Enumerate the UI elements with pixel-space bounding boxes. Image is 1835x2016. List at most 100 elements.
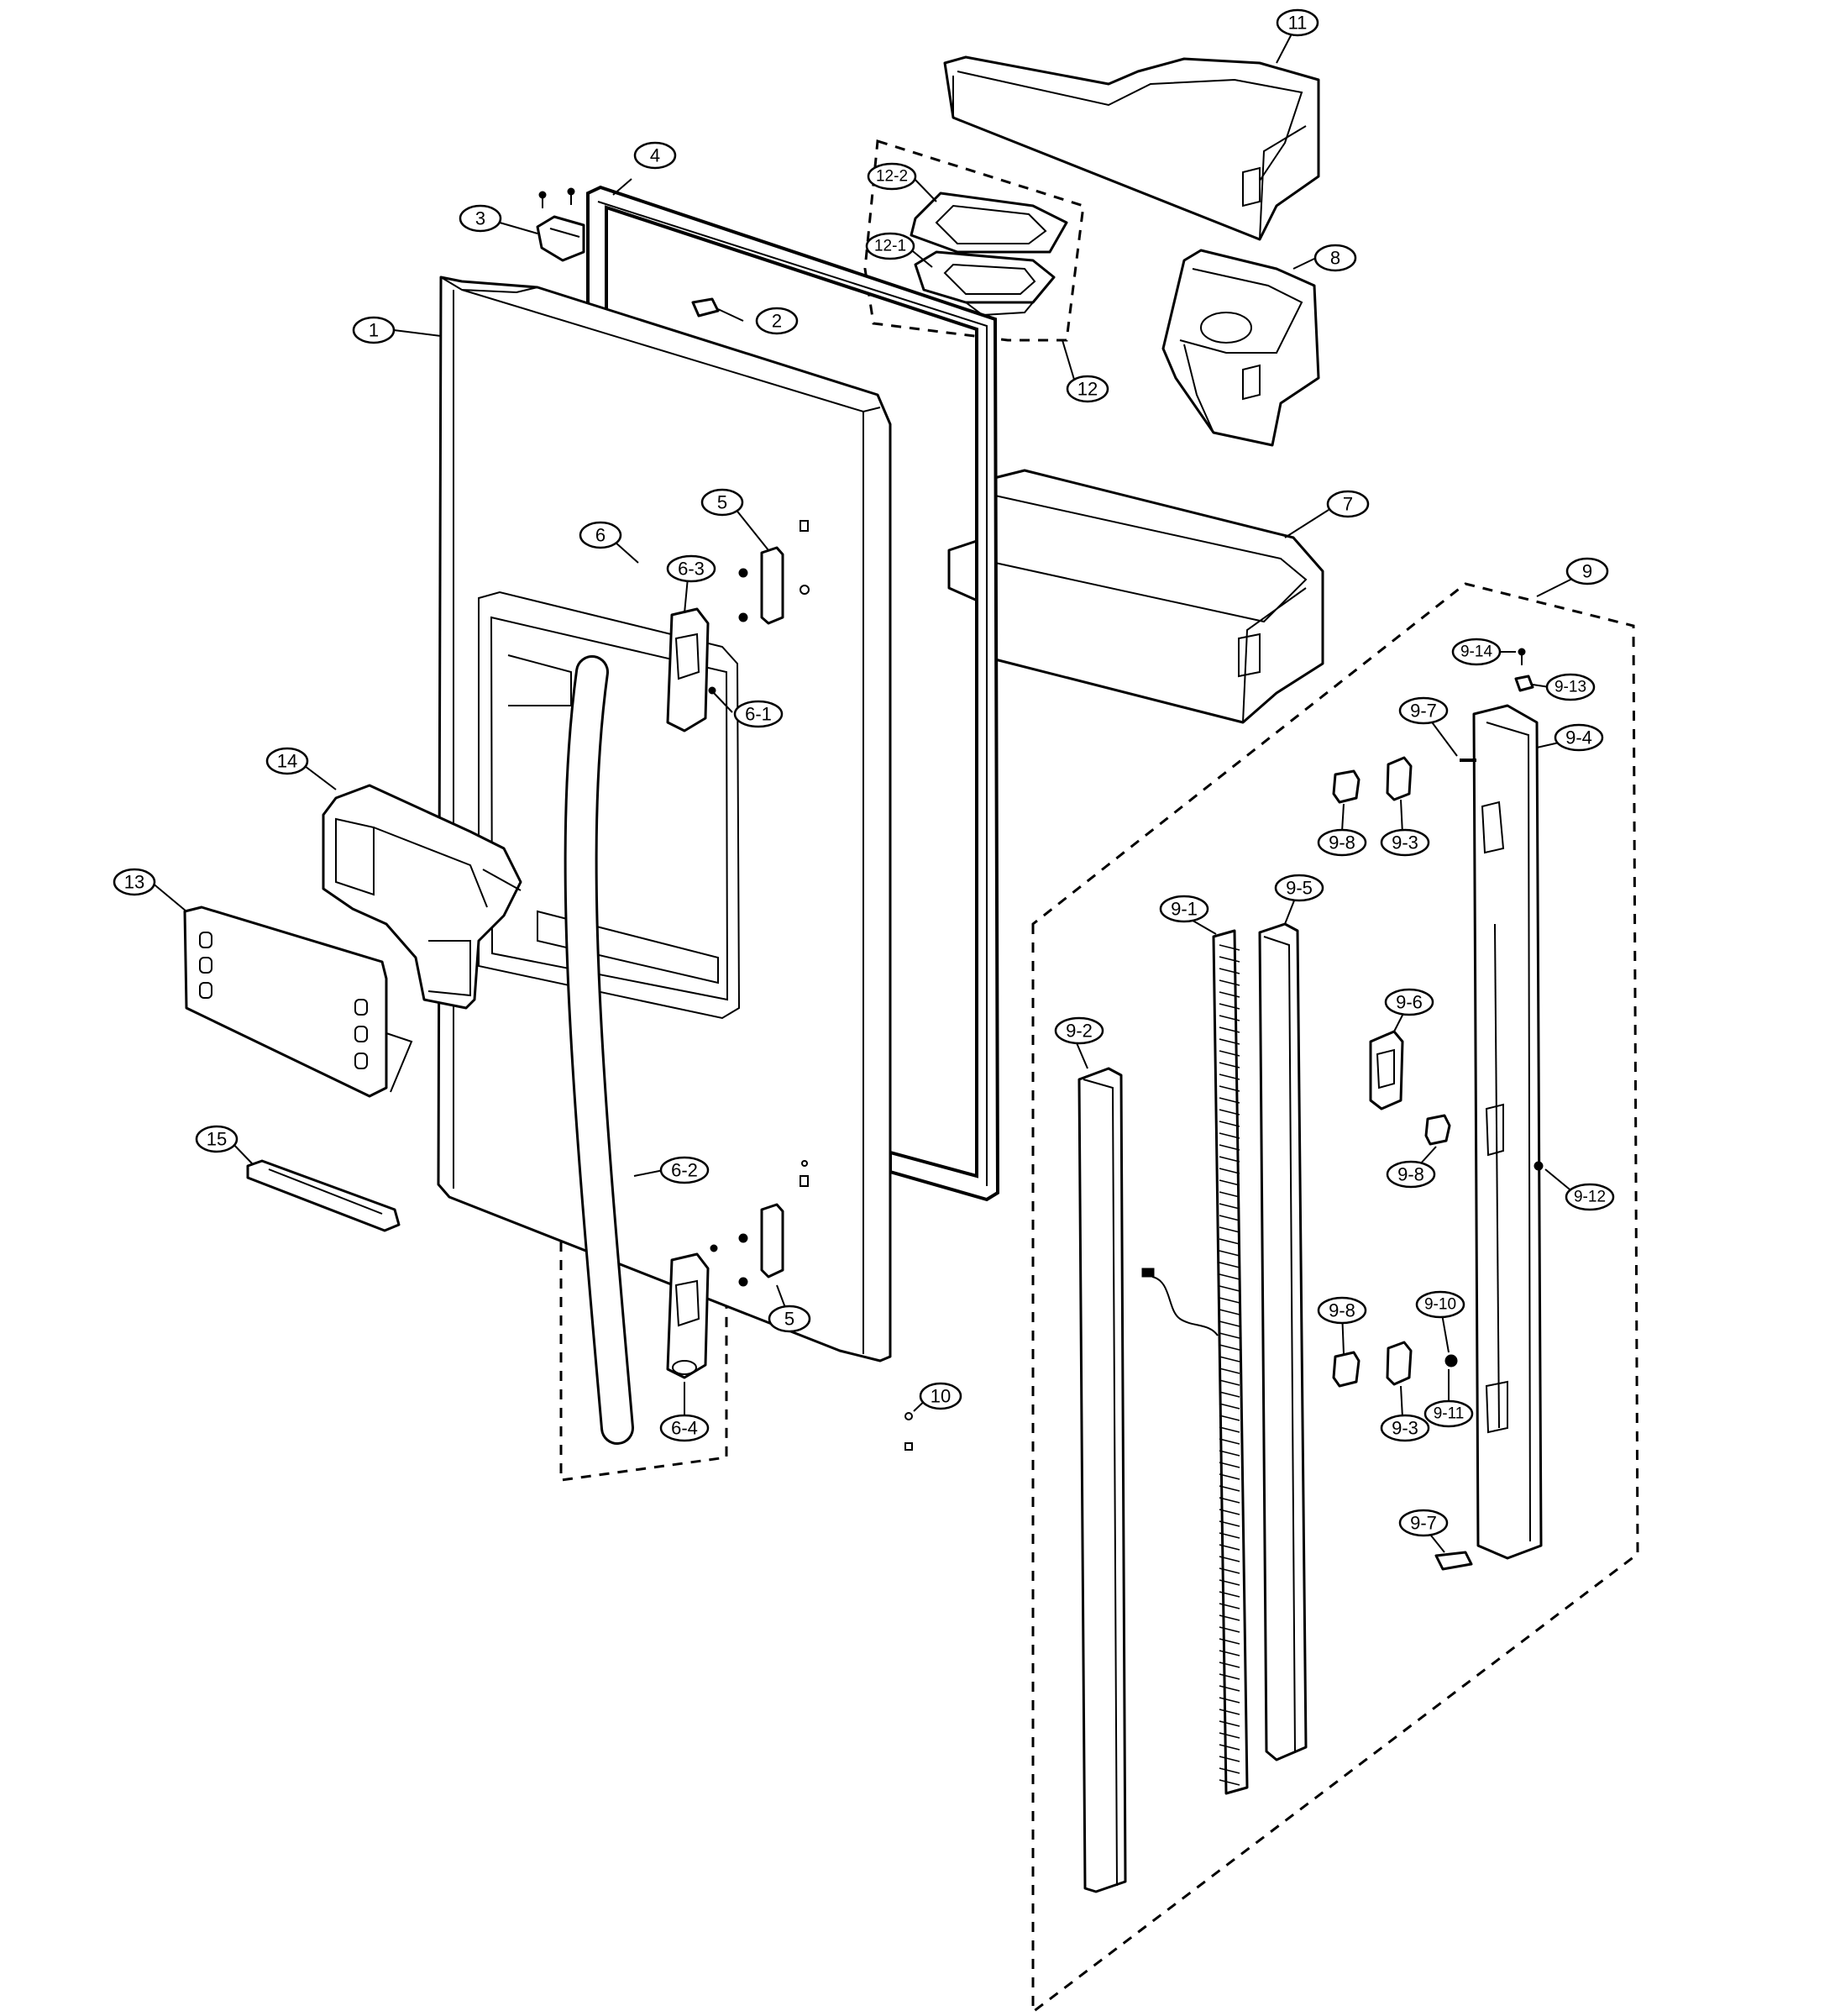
callout-label: 6-1 xyxy=(745,704,772,725)
hinge-5-lower xyxy=(710,1203,784,1287)
callout-label: 9-4 xyxy=(1565,727,1592,748)
callout-oval xyxy=(1386,1160,1436,1189)
callout-oval xyxy=(459,204,502,233)
insert-12-2 xyxy=(910,192,1068,254)
callout-9-6: 9-6 xyxy=(1384,988,1434,1016)
tube-holder-6-3 xyxy=(666,607,716,732)
callout-oval xyxy=(1398,1509,1449,1537)
callout-label: 9-1 xyxy=(1171,899,1198,920)
water-tube-6-2 xyxy=(564,655,634,1445)
callout-9-3a: 9-3 xyxy=(1380,828,1430,857)
callout-oval xyxy=(195,1125,239,1153)
callout-oval xyxy=(700,488,744,517)
callout-5b: 5 xyxy=(768,1305,811,1333)
callout-oval xyxy=(1451,638,1502,666)
callout-label: 9-3 xyxy=(1392,1418,1418,1439)
callout-5a: 5 xyxy=(700,488,744,517)
callout-oval xyxy=(1423,1399,1474,1428)
callout-oval xyxy=(1545,673,1596,701)
group-9-boundary xyxy=(1031,582,1639,2015)
callout-label: 9-6 xyxy=(1396,992,1423,1013)
callout-label: 9-14 xyxy=(1460,643,1492,661)
callout-label: 9 xyxy=(1582,561,1592,582)
spring-9-10 xyxy=(1444,1354,1458,1368)
callout-label: 9-3 xyxy=(1392,832,1418,853)
callout-15: 15 xyxy=(195,1125,239,1153)
block-9-8-lower xyxy=(1332,1351,1361,1388)
callout-label: 13 xyxy=(124,872,144,893)
callout-label: 15 xyxy=(207,1129,227,1150)
callout-label: 6-3 xyxy=(678,559,705,580)
callout-9-8b: 9-8 xyxy=(1386,1160,1436,1189)
callout-9-12: 9-12 xyxy=(1565,1183,1615,1211)
callout-9-10: 9-10 xyxy=(1415,1290,1465,1319)
callout-oval xyxy=(1326,490,1370,518)
hinge-9-6 xyxy=(1369,1030,1404,1110)
callout-9-5: 9-5 xyxy=(1274,874,1324,902)
callout-oval xyxy=(1159,895,1209,923)
callout-label: 9-8 xyxy=(1397,1164,1424,1185)
callout-label: 1 xyxy=(369,320,379,341)
callout-oval xyxy=(867,162,917,191)
rail-9-5 xyxy=(1258,922,1308,1761)
group-12-boundary xyxy=(863,139,1085,342)
cap-9-13 xyxy=(1514,675,1534,692)
clip-2 xyxy=(691,297,720,318)
callout-label: 12 xyxy=(1077,379,1098,400)
callout-label: 9-13 xyxy=(1555,679,1586,696)
callout-oval xyxy=(1415,1290,1465,1319)
callout-label: 5 xyxy=(784,1309,794,1330)
callout-9-3b: 9-3 xyxy=(1380,1414,1430,1442)
callout-oval xyxy=(919,1382,962,1410)
callout-12-1: 12-1 xyxy=(865,232,915,260)
callout-6-3: 6-3 xyxy=(666,554,716,583)
strip-9-2 xyxy=(1077,1067,1127,1893)
callout-3: 3 xyxy=(459,204,502,233)
callout-9-11: 9-11 xyxy=(1423,1399,1474,1428)
callout-label: 4 xyxy=(650,145,660,166)
callout-oval xyxy=(1066,375,1109,403)
callout-oval xyxy=(1565,1183,1615,1211)
door-bin-7 xyxy=(947,469,1324,724)
hinge-9-3-lower xyxy=(1386,1341,1413,1386)
callout-label: 9-10 xyxy=(1424,1296,1456,1314)
callout-label: 11 xyxy=(1288,13,1308,34)
dispenser-panel-13 xyxy=(183,906,413,1098)
hinge-bracket-3 xyxy=(536,187,585,262)
grille-9-1 xyxy=(1212,929,1249,1795)
callout-oval xyxy=(1380,828,1430,857)
clip-9-7-lower xyxy=(1434,1551,1473,1571)
callout-label: 12-1 xyxy=(874,238,906,255)
callout-label: 9-12 xyxy=(1574,1189,1606,1206)
callout-label: 6-4 xyxy=(671,1418,698,1439)
callout-14: 14 xyxy=(265,747,309,775)
callout-oval xyxy=(1384,988,1434,1016)
callout-6-1: 6-1 xyxy=(733,700,784,728)
dispenser-assembly-14 xyxy=(322,784,522,1010)
callout-12-2: 12-2 xyxy=(867,162,917,191)
callout-oval xyxy=(1554,723,1604,752)
callout-label: 9-2 xyxy=(1066,1021,1093,1042)
callout-label: 5 xyxy=(717,492,727,513)
tube-holder-6-4 xyxy=(666,1252,710,1379)
door-bin-11 xyxy=(943,55,1320,241)
callout-2: 2 xyxy=(755,307,799,335)
callout-oval xyxy=(1274,874,1324,902)
screw-9-12 xyxy=(1534,1161,1544,1171)
callout-oval xyxy=(1317,828,1367,857)
callout-8: 8 xyxy=(1313,244,1357,272)
callout-oval xyxy=(865,232,915,260)
callout-oval xyxy=(666,554,716,583)
callout-oval xyxy=(633,141,677,170)
callout-11: 11 xyxy=(1276,8,1319,37)
callout-6-4: 6-4 xyxy=(659,1414,710,1442)
callout-9-8c: 9-8 xyxy=(1317,1296,1367,1325)
callout-9-8a: 9-8 xyxy=(1317,828,1367,857)
callout-oval xyxy=(768,1305,811,1333)
callout-oval xyxy=(352,316,396,344)
callout-oval xyxy=(1565,557,1609,585)
callout-label: 2 xyxy=(772,311,782,332)
callout-label: 9-8 xyxy=(1329,832,1355,853)
hinge-5-upper xyxy=(738,546,784,625)
